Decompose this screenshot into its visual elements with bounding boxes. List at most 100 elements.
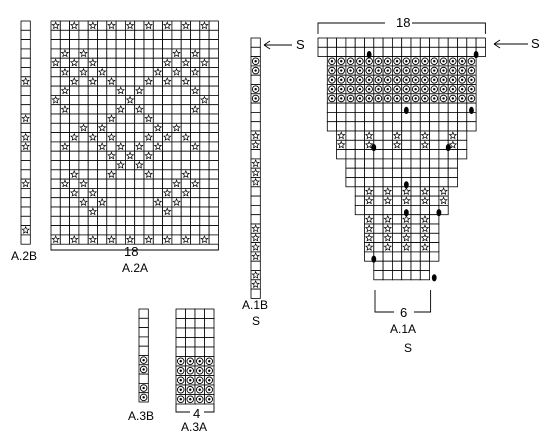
chart-cell xyxy=(20,234,31,245)
chart-cell xyxy=(410,37,421,48)
chart-cell xyxy=(87,150,98,161)
chart-cell xyxy=(190,215,201,227)
chart-cell xyxy=(199,67,210,78)
chart-cell xyxy=(419,112,430,123)
circle-icon-center xyxy=(386,78,389,82)
circle-icon-center xyxy=(340,97,343,100)
chart-cell xyxy=(180,95,191,106)
circle-icon xyxy=(411,66,420,75)
chart-cell xyxy=(78,187,89,199)
star-icon xyxy=(70,21,79,30)
chart-cell xyxy=(410,112,421,123)
chart-cell xyxy=(125,187,136,199)
chart-cell xyxy=(175,327,186,338)
chart-cell xyxy=(162,104,173,115)
star-icon xyxy=(21,114,30,123)
circle-icon xyxy=(186,357,194,366)
chart-cell xyxy=(115,20,126,31)
chart-a3b-grid xyxy=(138,308,149,403)
chart-cell xyxy=(447,167,458,178)
chart-cell xyxy=(391,186,403,197)
circle-icon xyxy=(337,85,346,93)
chart-cell xyxy=(410,232,421,244)
chart-cell xyxy=(199,197,210,208)
star-icon xyxy=(402,224,411,233)
chart-a3a-grid xyxy=(175,308,215,405)
circle-icon xyxy=(374,94,383,103)
circle-icon-center xyxy=(451,87,455,91)
chart-cell xyxy=(171,57,182,68)
star-icon xyxy=(144,235,153,244)
chart-cell xyxy=(115,215,126,227)
chart-a1a-label: A.1A xyxy=(390,322,417,336)
circle-icon-center xyxy=(349,69,352,72)
circle-icon-center xyxy=(460,97,464,100)
chart-cell xyxy=(354,139,365,151)
circle-icon-center xyxy=(330,78,334,82)
chart-a2a-bracket xyxy=(50,244,219,251)
chart-cell xyxy=(429,232,440,244)
circle-icon xyxy=(467,66,476,75)
circle-icon xyxy=(346,57,355,66)
chart-cell xyxy=(175,337,186,348)
circle-icon xyxy=(195,395,204,404)
chart-cell xyxy=(162,85,173,96)
chart-cell xyxy=(199,39,210,50)
chart-cell xyxy=(171,29,182,40)
chart-cell xyxy=(59,150,70,161)
chart-cell xyxy=(97,225,108,236)
star-icon xyxy=(144,21,153,30)
chart-cell xyxy=(199,215,210,227)
star-icon xyxy=(364,233,374,242)
star-icon xyxy=(420,242,430,251)
chart-cell xyxy=(152,95,164,106)
chart-cell xyxy=(50,197,61,208)
circle-icon-center xyxy=(189,388,192,391)
star-icon xyxy=(163,21,172,30)
circle-icon-center xyxy=(254,97,257,100)
star-icon xyxy=(97,197,107,206)
star-icon xyxy=(448,140,458,149)
chart-cell xyxy=(391,223,403,234)
chart-cell xyxy=(391,37,403,48)
chart-cell xyxy=(345,121,356,132)
chart-cell xyxy=(401,46,412,57)
circle-icon xyxy=(430,85,439,93)
chart-cell xyxy=(87,141,98,152)
chart-cell xyxy=(457,139,468,151)
chart-cell xyxy=(69,113,80,124)
chart-cell xyxy=(429,158,440,169)
chart-cell xyxy=(364,102,375,113)
chart-cell xyxy=(447,149,458,160)
chart-cell xyxy=(180,150,191,161)
chart-cell xyxy=(457,130,468,141)
chart-cell xyxy=(382,37,393,48)
circle-icon xyxy=(458,57,466,66)
chart-cell xyxy=(382,130,393,141)
chart-cell xyxy=(78,132,89,143)
chart-cell xyxy=(190,122,201,134)
circle-icon-center xyxy=(460,69,464,72)
chart-cell xyxy=(69,160,80,171)
chart-cell xyxy=(204,308,215,319)
chart-cell xyxy=(250,186,261,197)
chart-cell xyxy=(354,167,365,178)
star-icon xyxy=(163,77,172,86)
chart-cell xyxy=(447,46,458,57)
chart-cell xyxy=(345,177,356,188)
chart-cell xyxy=(457,149,468,160)
chart-cell xyxy=(78,160,89,171)
chart-cell xyxy=(143,122,154,134)
chart-cell xyxy=(438,37,449,48)
circle-icon xyxy=(439,57,448,66)
chart-cell xyxy=(152,160,164,171)
chart-cell xyxy=(106,215,117,227)
chart-cell xyxy=(401,139,412,151)
chart-cell xyxy=(97,48,108,59)
chart-cell xyxy=(134,20,145,31)
chart-cell xyxy=(162,141,173,152)
chart-cell xyxy=(185,308,196,319)
chart-cell xyxy=(326,37,337,48)
circle-icon-center xyxy=(189,360,192,363)
chart-cell xyxy=(457,37,468,48)
